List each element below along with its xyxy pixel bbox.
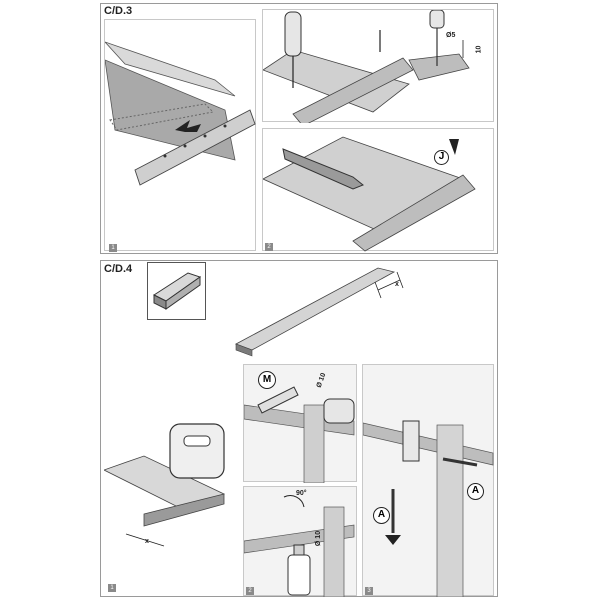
cd4-step2-bottom-panel: 90° Ø 10 2 bbox=[243, 486, 357, 597]
callout-a-right: A bbox=[467, 483, 484, 500]
drill-diameter-label: Ø5 bbox=[446, 32, 456, 39]
rivet-tool-icon bbox=[282, 148, 364, 190]
cd3-drilling-illustration bbox=[263, 10, 470, 123]
cd3-step2-number: 2 bbox=[265, 243, 273, 251]
cd4-step3-number: 3 bbox=[365, 587, 373, 595]
cd4-step3-panel: A A 3 bbox=[362, 364, 494, 597]
cd3-step1-illustration bbox=[105, 41, 256, 186]
glue-bottle-icon bbox=[287, 554, 311, 596]
profile-length-label: x bbox=[395, 281, 399, 288]
cd3-section-title: C/D.3 bbox=[104, 5, 133, 17]
cd3-step2-top-panel: Ø5 10 bbox=[262, 9, 494, 123]
drill-icon bbox=[284, 11, 302, 57]
cd3-step2-bottom-panel: J 2 bbox=[262, 128, 494, 252]
bracket-icon bbox=[257, 386, 299, 414]
cd4-cutting-illustration bbox=[104, 423, 225, 547]
drill-depth-label: 10 bbox=[475, 45, 483, 54]
cd3-riveting-illustration bbox=[263, 136, 476, 252]
bracket-drilling-illustration bbox=[244, 386, 355, 483]
drill-step2-label: Ø 10 bbox=[315, 530, 323, 547]
cut-length-label: x bbox=[145, 538, 149, 545]
angle-label: 90° bbox=[296, 490, 307, 497]
callout-a-left: A bbox=[373, 507, 390, 524]
hinge-bracket-icon bbox=[402, 420, 420, 462]
callout-m: M bbox=[258, 371, 276, 389]
cd3-step1-number: 1 bbox=[109, 244, 117, 252]
drill-icon bbox=[323, 398, 355, 424]
bracket-angle-illustration bbox=[244, 495, 355, 597]
cd4-section-title: C/D.4 bbox=[104, 263, 133, 275]
rivet-callout-j: J bbox=[434, 150, 449, 165]
profile-cross-section-illustration bbox=[152, 272, 202, 310]
hinge-mounting-illustration bbox=[363, 420, 494, 597]
cd4-step1-number: 1 bbox=[108, 584, 116, 592]
cd4-step2-number: 2 bbox=[246, 587, 254, 595]
cd4-step1-panel: x 1 bbox=[104, 370, 240, 596]
cd3-step1-panel: 1 bbox=[104, 19, 256, 252]
profile-cross-section-inset bbox=[147, 262, 206, 320]
insert-arrow-icon bbox=[175, 120, 201, 132]
jigsaw-icon bbox=[169, 423, 225, 479]
cd4-step2-top-panel: M Ø 10 bbox=[243, 364, 357, 483]
